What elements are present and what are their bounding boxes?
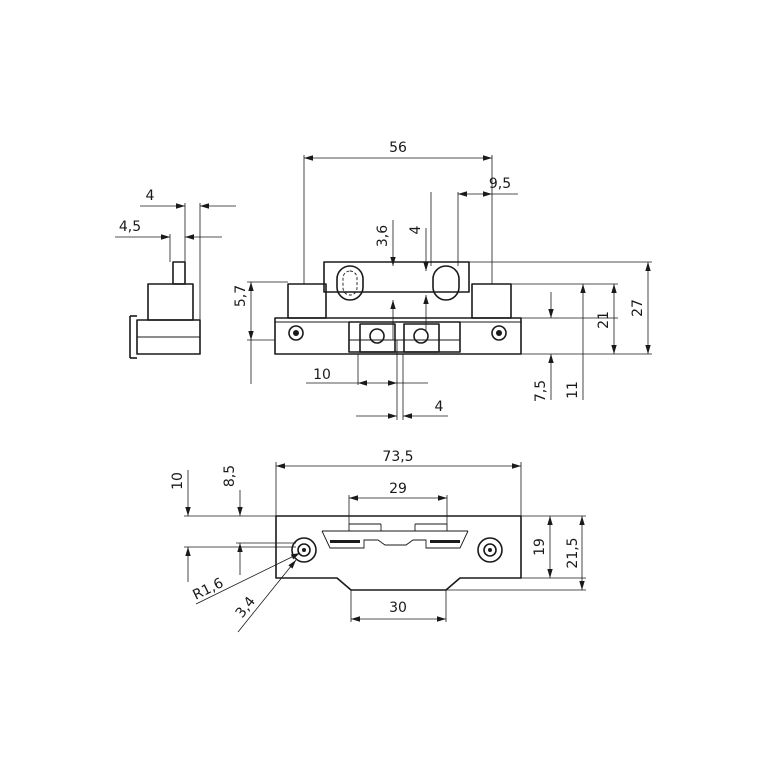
dim-bottom-30: 30 — [389, 600, 407, 616]
dim-bottom-10: 10 — [170, 472, 186, 490]
dim-front-11: 11 — [565, 381, 581, 399]
dim-bottom-29: 29 — [389, 481, 407, 497]
dim-side-4: 4 — [146, 188, 155, 204]
dim-bottom-73-5: 73,5 — [382, 449, 413, 465]
dim-front-21: 21 — [596, 311, 612, 329]
dim-bottom-21-5: 21,5 — [565, 537, 581, 568]
dim-bottom-8-5: 8,5 — [222, 465, 238, 487]
dim-side-4-5: 4,5 — [119, 219, 141, 235]
dim-front-56: 56 — [389, 140, 407, 156]
dim-bottom-19: 19 — [532, 538, 548, 556]
front-view — [247, 155, 652, 420]
dim-front-9-5: 9,5 — [489, 176, 511, 192]
dim-front-5-7: 5,7 — [233, 285, 249, 307]
dim-bottom-3-4: 3,4 — [233, 594, 259, 621]
dim-front-7-5: 7,5 — [533, 380, 549, 402]
dim-front-4-bottom: 4 — [435, 399, 444, 415]
dim-bottom-r1-6: R1,6 — [190, 575, 226, 603]
dim-front-4-right: 4 — [408, 225, 424, 234]
side-view — [115, 203, 236, 359]
bottom-view — [184, 462, 586, 633]
dim-front-27: 27 — [630, 299, 646, 317]
dim-front-10: 10 — [313, 367, 331, 383]
dim-front-3-6: 3,6 — [375, 225, 391, 247]
